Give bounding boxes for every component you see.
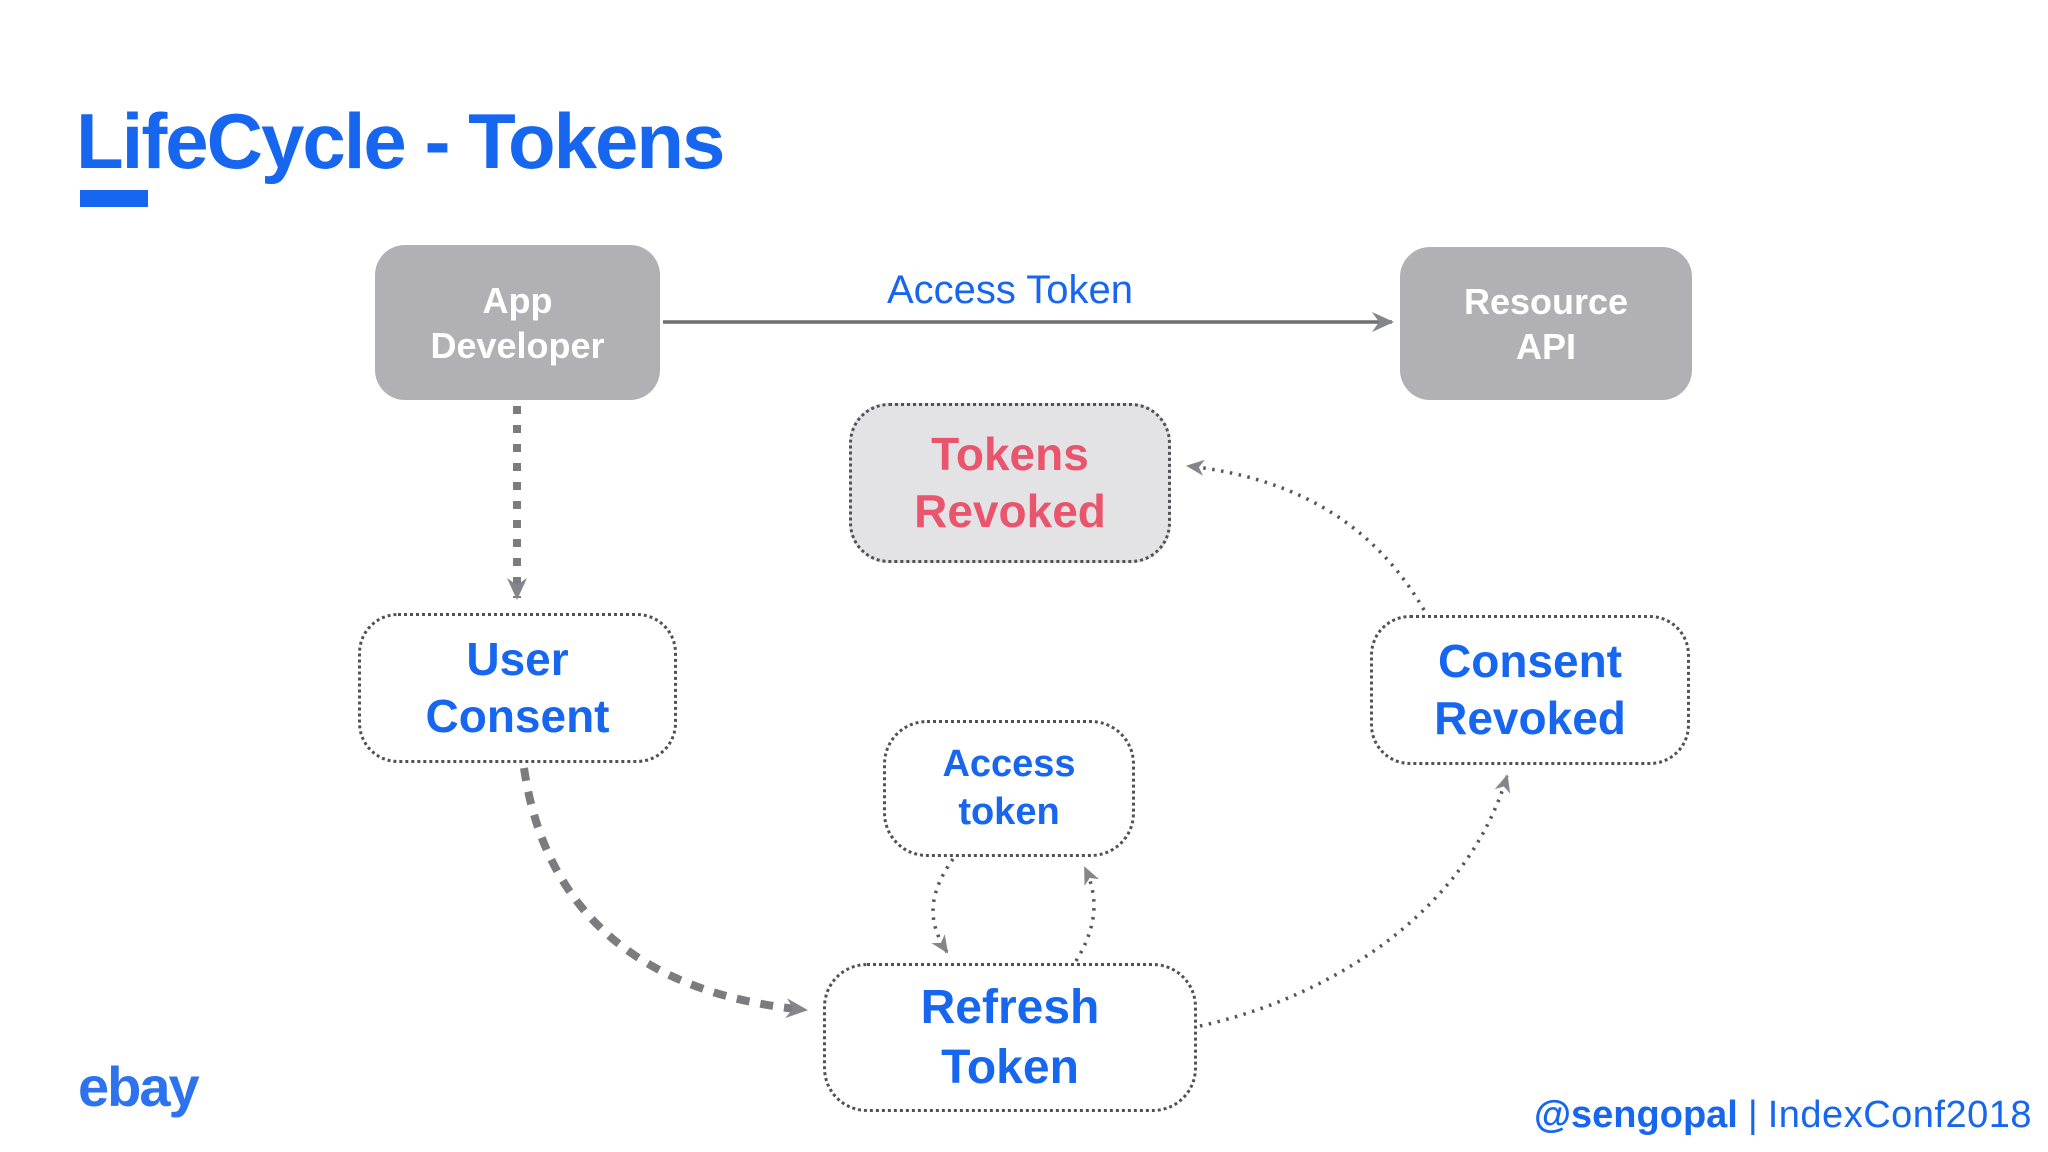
access-token-edge-label: Access Token xyxy=(886,268,1134,312)
node-tokens-revoked-label: Tokens Revoked xyxy=(914,427,1106,538)
node-user-consent: User Consent xyxy=(358,613,677,763)
node-consent-revoked: Consent Revoked xyxy=(1370,615,1690,765)
footer-credit: @sengopal|IndexConf2018 xyxy=(1534,1094,2032,1137)
node-refresh-token-label: Refresh Token xyxy=(920,980,1100,1094)
node-app-developer-label: App Developer xyxy=(430,279,605,366)
node-app-developer: App Developer xyxy=(375,245,660,400)
ebay-logo: ebay xyxy=(78,1055,200,1118)
node-access-token-label: Access token xyxy=(942,743,1076,833)
title-underline xyxy=(80,190,148,207)
edge-refresh-token-to-consent-revoked xyxy=(1199,774,1511,1028)
footer-separator: | xyxy=(1747,1094,1758,1136)
footer-handle: @sengopal xyxy=(1533,1094,1738,1136)
node-user-consent-label: User Consent xyxy=(425,632,610,743)
node-resource-api: Resource API xyxy=(1400,247,1692,400)
node-consent-revoked-label: Consent Revoked xyxy=(1434,634,1626,745)
edge-refresh-token-to-access-token xyxy=(1074,866,1100,962)
footer-event: IndexConf2018 xyxy=(1767,1094,2032,1136)
page-title: LifeCycle - Tokens xyxy=(76,97,725,185)
node-access-token: Access token xyxy=(883,720,1135,857)
edge-user-consent-to-refresh-token xyxy=(520,767,808,1019)
node-resource-api-label: Resource API xyxy=(1463,280,1629,367)
edge-access-token-to-refresh-token xyxy=(931,857,955,954)
edge-consent-revoked-to-tokens-revoked xyxy=(1186,459,1426,611)
node-tokens-revoked: Tokens Revoked xyxy=(849,403,1171,563)
node-refresh-token: Refresh Token xyxy=(823,963,1197,1112)
